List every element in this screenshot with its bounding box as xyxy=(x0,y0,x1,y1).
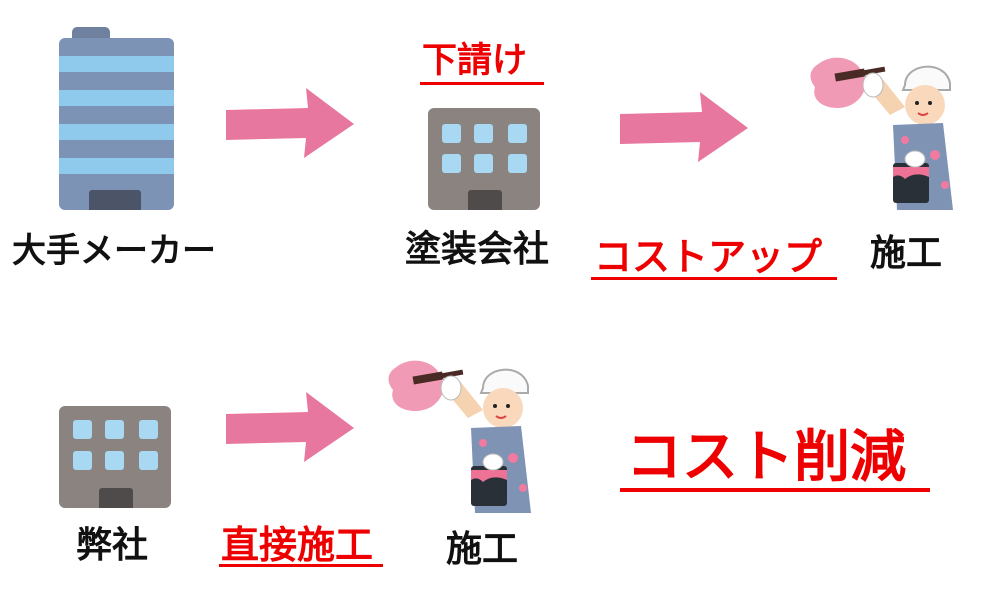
office-tower-roof xyxy=(72,27,110,41)
our-company-label: 弊社 xyxy=(76,525,149,566)
painter-worker-icon xyxy=(388,360,531,513)
arrow-right-icon xyxy=(226,392,354,462)
subcontract-underline xyxy=(420,82,544,85)
cost-reduction-label: コスト削減 xyxy=(626,425,906,490)
painting-company-label: 塗装会社 xyxy=(405,229,550,270)
building-icon xyxy=(428,108,540,210)
arrow-right-icon xyxy=(226,88,354,158)
arrow-right-icon xyxy=(620,92,748,162)
painter-worker-icon xyxy=(810,57,953,210)
building-icon xyxy=(59,406,171,508)
subcontract-tag: 下請け xyxy=(422,41,528,81)
cost-up-underline xyxy=(591,277,837,280)
manufacturer-label: 大手メーカー xyxy=(12,231,216,271)
cost-up-tag: コストアップ xyxy=(594,235,823,279)
construction-label: 施工 xyxy=(446,529,519,570)
office-tower-icon xyxy=(59,38,174,210)
construction-label: 施工 xyxy=(870,233,943,274)
direct-construction-tag: 直接施工 xyxy=(221,523,374,567)
cost-reduction-underline xyxy=(620,488,930,492)
direct-construction-underline xyxy=(219,564,383,567)
